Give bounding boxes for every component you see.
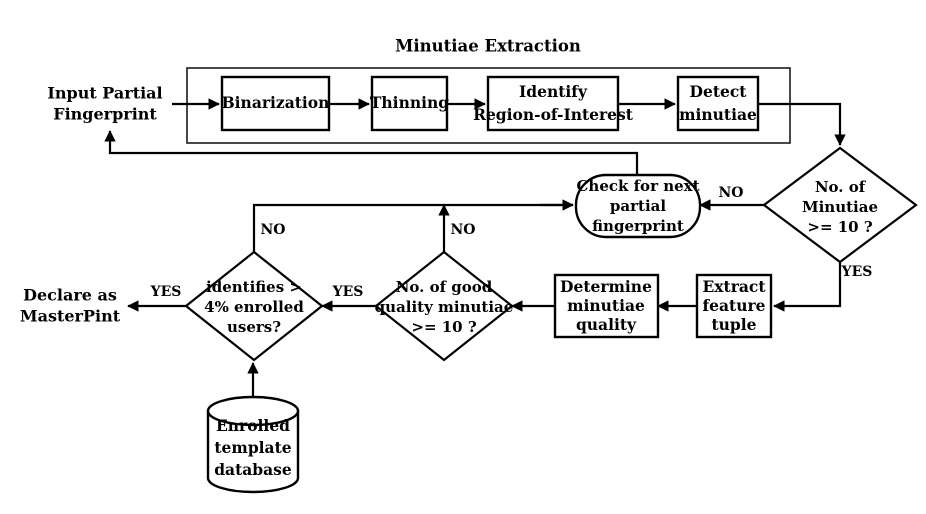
thinning-label: Thinning <box>370 93 449 112</box>
declare-label-line2: MasterPint <box>20 307 121 326</box>
minutiae-count-line1: No. of <box>815 178 867 196</box>
edge-label-identifies-no: NO <box>261 222 286 238</box>
good-quality-line2: quality minutiae <box>375 298 514 316</box>
good-quality-line1: No. of good <box>396 278 493 296</box>
minutiae-count-line3: >= 10 ? <box>807 218 872 236</box>
identifies-users-line1: identifies > <box>206 278 302 296</box>
extract-tuple-line2: feature <box>702 296 765 315</box>
edge-identifies-no-up-to-check-next <box>252 203 573 252</box>
roi-label-line2: Region-of-Interest <box>473 105 634 124</box>
identifies-users-decision-diamond[interactable] <box>184 250 324 362</box>
input-label-line1: Input Partial <box>47 84 162 103</box>
edge-label-quality-yes: YES <box>332 284 364 300</box>
detect-minutiae-box[interactable] <box>676 75 760 132</box>
detect-label-line2: minutiae <box>679 105 757 124</box>
edge-label-minutiae-yes: YES <box>841 264 873 280</box>
binarization-box[interactable] <box>220 75 331 132</box>
determine-quality-line1: Determine <box>560 277 652 296</box>
binarization-label: Binarization <box>222 93 330 112</box>
database-line2: template <box>214 438 291 457</box>
edge-check-next-feedback-to-input <box>104 130 639 175</box>
diagram-title: Minutiae Extraction <box>395 37 581 56</box>
minutiae-count-line2: Minutiae <box>802 198 878 216</box>
thinning-box[interactable] <box>370 75 449 132</box>
input-label-line2: Fingerprint <box>53 105 157 124</box>
check-next-line1: Check for next <box>576 177 699 195</box>
check-next-line2: partial <box>610 197 666 215</box>
edge-label-minutiae-no: NO <box>719 185 744 201</box>
good-quality-line3: >= 10 ? <box>411 318 476 336</box>
declare-label-line1: Declare as <box>23 286 117 305</box>
database-line3: database <box>214 460 292 479</box>
edge-label-quality-no: NO <box>451 222 476 238</box>
roi-label-line1: Identify <box>519 82 588 101</box>
database-line1: Enrolled <box>216 416 290 435</box>
good-quality-decision-diamond[interactable] <box>374 250 514 362</box>
minutiae-extraction-group-box <box>186 67 791 144</box>
extract-tuple-line3: tuple <box>711 315 756 334</box>
identifies-users-line2: 4% enrolled <box>204 298 304 316</box>
determine-quality-line3: quality <box>576 315 637 334</box>
edge-minutiae-yes-to-extract <box>773 262 842 312</box>
determine-quality-line2: minutiae <box>567 296 645 315</box>
edge-label-identifies-yes: YES <box>150 284 182 300</box>
identifies-users-line3: users? <box>227 318 281 336</box>
edge-detect-to-minutiae-decision <box>758 102 846 146</box>
extract-tuple-line1: Extract <box>702 277 766 296</box>
check-next-line3: fingerprint <box>592 217 684 235</box>
enrolled-template-database-cylinder[interactable] <box>206 395 300 494</box>
extract-feature-tuple-box[interactable] <box>695 273 773 339</box>
detect-label-line1: Detect <box>690 82 748 101</box>
